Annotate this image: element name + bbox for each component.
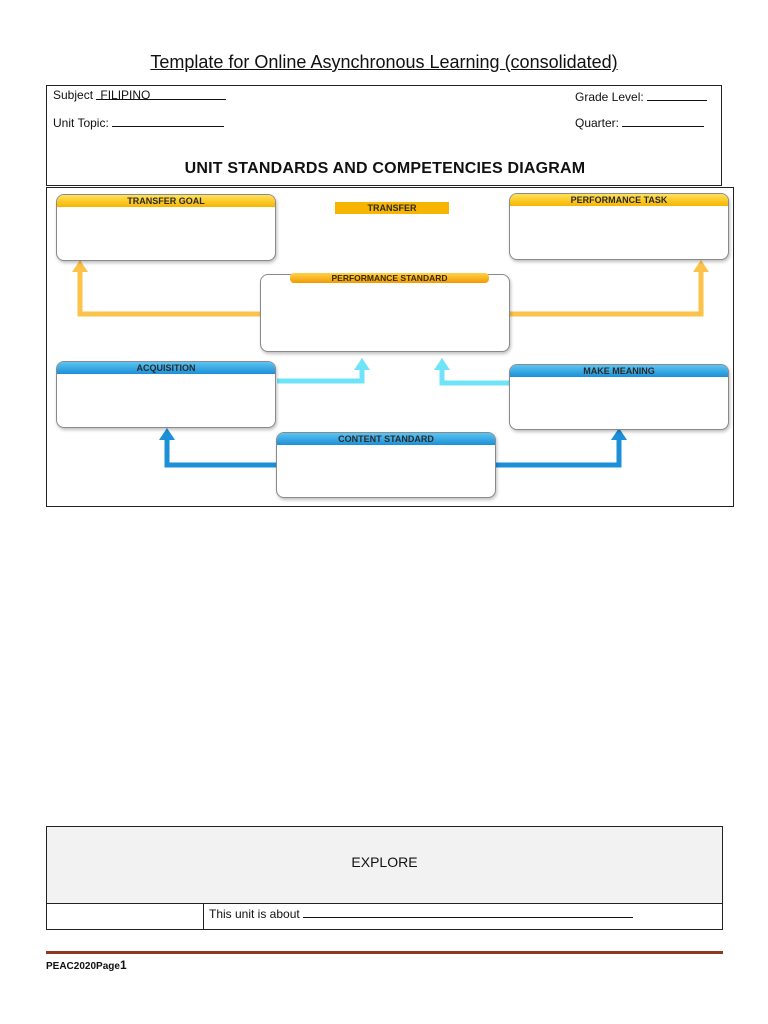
explore-left-cell[interactable] bbox=[47, 903, 204, 929]
arrowhead-cs-to-acquisition bbox=[159, 428, 175, 440]
arrow-to-transfer-goal bbox=[77, 270, 262, 317]
transfer-goal-box[interactable]: TRANSFER GOAL bbox=[56, 194, 276, 261]
content-standard-box[interactable]: CONTENT STANDARD bbox=[276, 432, 496, 498]
subject-label: Subject bbox=[53, 88, 94, 102]
quarter-label: Quarter: bbox=[575, 116, 620, 130]
grade-level-blank[interactable] bbox=[647, 88, 708, 101]
footer-rule bbox=[46, 951, 723, 954]
document-title: Template for Online Asynchronous Learnin… bbox=[150, 52, 618, 72]
arrow-to-performance-task bbox=[509, 270, 704, 317]
arrowhead-meaning-to-ps bbox=[434, 358, 450, 370]
arrowhead-transfer-goal bbox=[72, 260, 88, 272]
explore-heading: EXPLORE bbox=[47, 827, 722, 904]
arrow-cs-to-acquisition bbox=[164, 438, 277, 468]
explore-blank[interactable] bbox=[303, 905, 634, 918]
grade-level-label: Grade Level: bbox=[575, 90, 644, 104]
diagram-title: UNIT STANDARDS AND COMPETENCIES DIAGRAM bbox=[184, 160, 586, 177]
acquisition-box[interactable]: ACQUISITION bbox=[56, 361, 276, 428]
explore-prompt-cell[interactable]: This unit is about bbox=[209, 905, 634, 921]
performance-task-header: PERFORMANCE TASK bbox=[510, 194, 728, 206]
arrowhead-cs-to-make-meaning bbox=[611, 428, 627, 440]
grade-level-field: Grade Level: bbox=[575, 88, 708, 104]
make-meaning-box[interactable]: MAKE MEANING bbox=[509, 364, 729, 430]
arrow-cs-to-make-meaning bbox=[495, 438, 622, 468]
performance-standard-box[interactable]: PERFORMANCE STANDARD bbox=[260, 273, 510, 352]
transfer-goal-header: TRANSFER GOAL bbox=[57, 195, 275, 207]
acquisition-header: ACQUISITION bbox=[57, 362, 275, 374]
quarter-blank[interactable] bbox=[622, 114, 705, 127]
quarter-field: Quarter: bbox=[575, 114, 705, 130]
competencies-diagram: TRANSFER TRANSFER GOAL PERFORMANCE TASK … bbox=[46, 187, 734, 507]
unit-topic-label: Unit Topic: bbox=[53, 116, 109, 130]
page-number: 1 bbox=[119, 958, 127, 972]
subject-field: Subject FILIPINO bbox=[53, 88, 227, 102]
performance-task-box[interactable]: PERFORMANCE TASK bbox=[509, 193, 729, 260]
content-standard-header: CONTENT STANDARD bbox=[277, 433, 495, 445]
arrow-acquisition-to-ps bbox=[277, 368, 365, 384]
arrowhead-performance-task bbox=[693, 260, 709, 272]
make-meaning-header: MAKE MEANING bbox=[510, 365, 728, 377]
unit-topic-blank[interactable] bbox=[112, 114, 225, 127]
connector-arrows bbox=[72, 260, 709, 468]
explore-table: EXPLORE This unit is about bbox=[46, 826, 723, 930]
subject-text: FILIPINO bbox=[100, 88, 151, 102]
arrow-meaning-to-ps bbox=[439, 368, 509, 386]
page-footer: PEAC2020Page1 bbox=[46, 958, 127, 972]
explore-prompt: This unit is about bbox=[209, 907, 300, 921]
performance-standard-header: PERFORMANCE STANDARD bbox=[290, 273, 489, 283]
unit-topic-field: Unit Topic: bbox=[53, 114, 225, 130]
arrowhead-acquisition-to-ps bbox=[354, 358, 370, 370]
transfer-label: TRANSFER bbox=[335, 202, 449, 214]
unit-info-box: Subject FILIPINO Grade Level: Unit Topic… bbox=[46, 85, 722, 186]
footer-label: PEAC2020Page bbox=[46, 961, 120, 972]
subject-value[interactable]: FILIPINO bbox=[96, 88, 227, 102]
